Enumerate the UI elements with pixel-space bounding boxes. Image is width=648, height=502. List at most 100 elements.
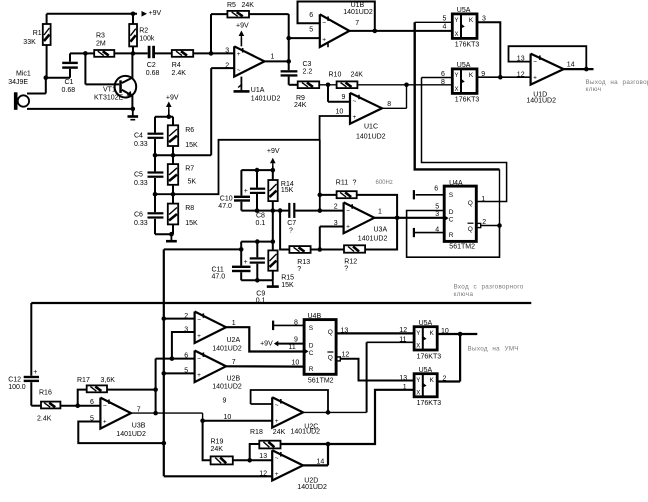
svg-text:+: + [275,471,279,478]
svg-text:7: 7 [355,20,359,27]
svg-text:U1A: U1A [251,87,265,94]
svg-text:9: 9 [223,398,227,405]
svg-text:~: ~ [103,403,107,410]
svg-text:12: 12 [399,327,407,334]
svg-text:X: X [455,87,459,93]
svg-text:Y: Y [455,18,459,24]
svg-text:2: 2 [334,204,338,211]
svg-text:176KT3: 176KT3 [455,42,480,49]
svg-text:12: 12 [259,471,267,478]
svg-text:R1: R1 [33,30,42,37]
svg-text:~: ~ [353,98,357,105]
svg-text:+: + [275,418,279,425]
svg-text:+: + [533,75,537,82]
svg-text:~: ~ [197,317,201,324]
svg-text:1: 1 [271,54,275,61]
svg-text:Y: Y [455,73,459,79]
svg-text:6: 6 [434,186,438,193]
svg-text:~: ~ [533,59,537,66]
svg-text:15K: 15K [185,142,198,149]
svg-text:~: ~ [275,455,279,462]
svg-text:100.0: 100.0 [8,384,26,391]
svg-text:+: + [197,333,201,340]
svg-text:Y: Y [416,378,420,384]
svg-text:U3B: U3B [132,423,146,430]
svg-text:+: + [346,223,350,230]
svg-text:10: 10 [224,414,232,421]
svg-text:4: 4 [443,23,447,30]
svg-text:+: + [197,372,201,379]
svg-text:8: 8 [441,79,445,86]
svg-text:1401UD2: 1401UD2 [297,484,327,491]
svg-text:U2C: U2C [304,424,318,431]
svg-text:U2A: U2A [227,337,241,344]
svg-text:+9V: +9V [260,341,273,348]
svg-text:?: ? [344,266,348,273]
svg-text:+9V: +9V [166,95,179,102]
svg-text:1: 1 [232,320,236,327]
svg-text:+: + [244,259,248,266]
svg-text:C12: C12 [8,377,21,384]
svg-text:2: 2 [482,219,486,226]
svg-text:0.68: 0.68 [62,87,76,94]
svg-text:C7: C7 [287,220,296,227]
svg-text:3: 3 [435,211,439,218]
svg-text:2.2: 2.2 [303,69,313,76]
svg-text:9: 9 [342,94,346,101]
svg-text:C8: C8 [256,213,265,220]
svg-text:U1D: U1D [533,92,547,99]
svg-text:R19: R19 [211,438,224,445]
svg-text:11: 11 [289,344,296,351]
svg-text:100k: 100k [139,36,155,43]
svg-text:1401UD2: 1401UD2 [358,236,388,243]
svg-text:7: 7 [137,407,141,414]
svg-text:U4A: U4A [449,180,463,187]
svg-text:~: ~ [322,20,326,27]
svg-text:1: 1 [403,384,407,391]
svg-text:3: 3 [334,220,338,227]
svg-text:C2: C2 [147,62,156,69]
svg-text:24K: 24K [242,2,255,9]
svg-text:K: K [429,330,434,337]
svg-text:+9V: +9V [236,23,249,30]
svg-text:13: 13 [517,55,525,62]
svg-text:?: ? [353,180,357,187]
svg-text:S: S [309,325,314,332]
svg-text:6: 6 [441,71,445,78]
svg-text:34J9E: 34J9E [8,79,28,86]
svg-text:+9V: +9V [149,10,162,17]
svg-text:8: 8 [387,101,391,108]
svg-text:R6: R6 [185,127,194,134]
svg-text:U4B: U4B [308,313,322,320]
svg-text:ключ: ключ [586,86,602,93]
svg-text:24K: 24K [273,429,286,436]
svg-text:13: 13 [259,453,267,460]
svg-text:1401UD2: 1401UD2 [212,383,242,390]
svg-text:?: ? [297,266,301,273]
svg-text:+9V: +9V [267,148,280,155]
svg-text:+: + [322,37,326,44]
svg-text:24K: 24K [211,446,224,453]
svg-text:2.4K: 2.4K [37,416,52,423]
svg-text:9: 9 [481,71,485,78]
svg-text:C3: C3 [303,61,312,68]
svg-text:176KT3: 176KT3 [455,97,480,104]
svg-text:3: 3 [225,47,229,54]
svg-text:K: K [469,72,474,79]
svg-text:2.4K: 2.4K [172,70,187,77]
svg-text:176KT3: 176KT3 [417,400,442,407]
svg-text:13: 13 [399,375,407,382]
svg-text:K: K [469,17,474,24]
svg-text:C11: C11 [212,266,224,273]
svg-text:3: 3 [482,16,486,23]
svg-text:C: C [309,350,314,357]
svg-text:R12: R12 [344,259,357,266]
svg-text:14: 14 [317,458,325,465]
svg-text:6: 6 [90,399,94,406]
svg-text:47.0: 47.0 [212,274,226,281]
svg-text:0.1: 0.1 [256,298,266,305]
svg-text:Y: Y [416,331,420,337]
svg-text:Вход с разговорного: Вход с разговорного [454,284,524,291]
svg-text:C9: C9 [256,290,265,297]
svg-text:U1C: U1C [364,124,378,131]
